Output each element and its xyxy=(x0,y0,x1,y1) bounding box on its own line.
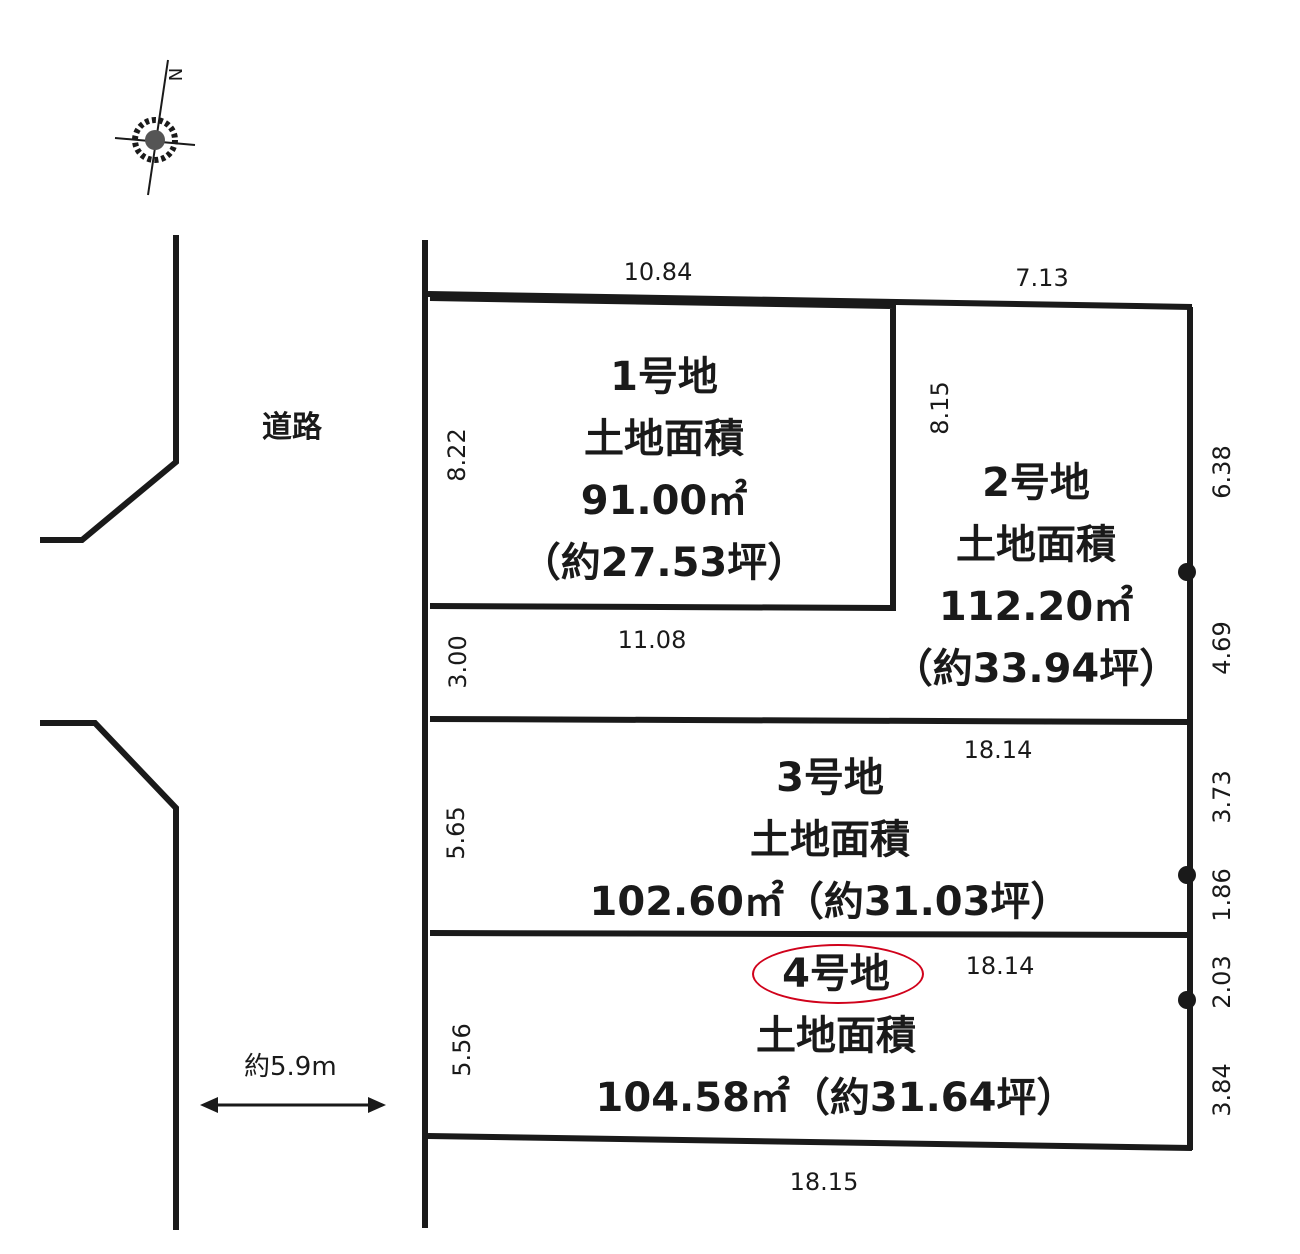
boundary-marker xyxy=(1178,563,1196,581)
dim-plot2-left: 8.15 xyxy=(926,381,954,435)
area-value: 104.58㎡（約31.64坪） xyxy=(595,1075,1077,1121)
dim-plot4-left: 5.56 xyxy=(448,1023,476,1077)
area-value: 91.00㎡ xyxy=(580,478,748,524)
dim-right-5: 2.03 xyxy=(1208,955,1236,1009)
road-width-label: 約5.9m xyxy=(244,1052,337,1082)
dim-plot3-top: 18.14 xyxy=(963,736,1033,764)
dim-plot1-left: 8.22 xyxy=(443,428,471,482)
arrow-right-head xyxy=(368,1097,386,1113)
boundary-marker xyxy=(1178,991,1196,1009)
highlight-circle xyxy=(752,944,924,1004)
plot2-bottom-boundary xyxy=(429,716,1191,725)
area-value: 102.60㎡（約31.03坪） xyxy=(589,879,1071,925)
dim-access-length: 11.08 xyxy=(617,626,687,654)
area-label: 土地面積 xyxy=(584,416,744,462)
road-edge-upper xyxy=(40,235,179,543)
plot-1-label: 1号地 土地面積 91.00㎡ （約27.53坪） xyxy=(521,346,808,594)
plot-4-label: 4号地 土地面積 104.58㎡（約31.64坪） xyxy=(596,943,1077,1129)
compass-rose-icon xyxy=(132,117,178,163)
dim-plot4-top: 18.14 xyxy=(965,952,1035,980)
plot-name: 2号地 xyxy=(982,460,1090,506)
area-label: 土地面積 xyxy=(749,817,910,863)
site-bottom-boundary xyxy=(427,1133,1193,1151)
dim-right-1: 6.38 xyxy=(1208,445,1236,499)
north-label: N xyxy=(164,67,186,82)
dim-plot3-left: 5.65 xyxy=(442,806,470,860)
area-label: 土地面積 xyxy=(755,1013,916,1059)
compass-ns xyxy=(147,59,169,196)
dim-right-2: 4.69 xyxy=(1208,621,1236,675)
road-label: 道路 xyxy=(262,410,322,445)
plot-2-label: 2号地 土地面積 112.20㎡ （約33.94坪） xyxy=(893,452,1180,700)
plot-3-label: 3号地 土地面積 102.60㎡（約31.03坪） xyxy=(590,747,1071,933)
tsubo-value: （約27.53坪） xyxy=(520,540,808,586)
arrow-left-head xyxy=(200,1097,218,1113)
road-edge-lower xyxy=(40,720,179,1230)
plot-name: 3号地 xyxy=(776,755,884,801)
plot-name: 4号地 xyxy=(782,951,890,997)
site-top-boundary xyxy=(427,291,1193,310)
tsubo-value: （約33.94坪） xyxy=(892,646,1180,692)
dim-top-1: 10.84 xyxy=(623,258,693,286)
dim-right-6: 3.84 xyxy=(1208,1063,1236,1117)
area-label: 土地面積 xyxy=(956,522,1116,568)
plot3-bottom-boundary xyxy=(429,930,1191,938)
dim-right-3: 3.73 xyxy=(1208,770,1236,824)
dim-top-2: 7.13 xyxy=(1015,264,1069,292)
dim-access-left: 3.00 xyxy=(444,635,472,689)
boundary-marker xyxy=(1178,866,1196,884)
plot-name: 1号地 xyxy=(610,354,718,400)
dim-bottom: 18.15 xyxy=(789,1168,859,1196)
area-value: 112.20㎡ xyxy=(938,584,1134,630)
plot1-boundary xyxy=(429,295,896,612)
dim-right-4: 1.86 xyxy=(1208,868,1236,922)
